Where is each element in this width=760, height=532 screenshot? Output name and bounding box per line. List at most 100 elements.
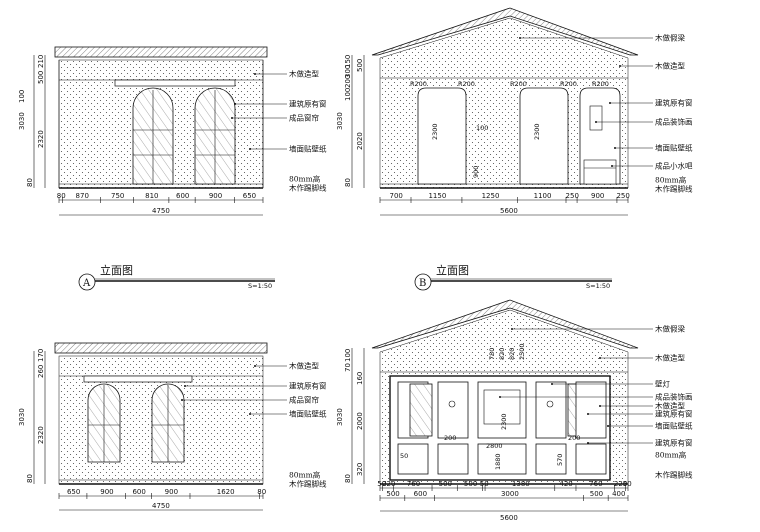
- dim-label: 2000: [356, 412, 364, 430]
- inner-dim: 50: [400, 452, 408, 460]
- water-bar-cabinet: [583, 159, 617, 185]
- callout-label: 木作踢脚线: [655, 184, 693, 194]
- dim-label: 900: [209, 192, 222, 200]
- dim-label: 760: [589, 480, 602, 488]
- callout-label: 木做造型: [289, 361, 319, 371]
- callout-label: 建筑原有窗: [655, 98, 693, 108]
- dim-label: 80: [57, 192, 66, 200]
- elevation-b: 2300 2300 100 900 R200 R200 R200 R200 R2…: [336, 7, 693, 216]
- dim-label: 80: [344, 474, 352, 483]
- dim-label: 2020: [356, 132, 364, 150]
- dim-label: 200: [344, 75, 352, 88]
- callout-label: 建筑原有窗: [289, 381, 327, 391]
- arched-niche: [417, 87, 467, 185]
- dim-label: 250: [566, 192, 579, 200]
- dim-label: 100: [18, 90, 26, 103]
- wall-lamp-icon: [546, 400, 554, 408]
- wall-lamp-icon: [448, 400, 456, 408]
- dim-label: 420: [559, 480, 572, 488]
- dim-label: 80: [344, 178, 352, 187]
- dim-label: 320: [356, 463, 364, 476]
- callout-label: 壁灯: [655, 379, 670, 389]
- callout-label: 建筑原有窗: [655, 438, 693, 448]
- inner-dim: 2300: [500, 413, 508, 430]
- dim-label: 900: [165, 488, 178, 496]
- inner-dim: 2800: [486, 442, 503, 450]
- inner-dim: R200: [592, 80, 609, 88]
- dim-label: 3030: [336, 112, 344, 130]
- elevation-marker: A: [82, 278, 91, 289]
- dim-label: 2320: [37, 426, 45, 444]
- dim-label: 50: [480, 480, 489, 488]
- decor-painting: [589, 105, 603, 131]
- dim-label: 500: [356, 59, 364, 72]
- elevation-title: 立面图: [100, 263, 133, 277]
- callout-label: 成品窗帘: [289, 113, 319, 123]
- total-width: 5600: [500, 207, 518, 215]
- dim-label: 100: [344, 349, 352, 362]
- title-block-a: A 立面图 S=1:50: [78, 263, 275, 291]
- callout-label: 木做造型: [289, 69, 319, 79]
- dim-label: 650: [243, 192, 256, 200]
- callout-label: 木做造型: [655, 61, 685, 71]
- dim-label: 80: [26, 474, 34, 483]
- dim-label: 3030: [18, 112, 26, 130]
- dim-label: 1380: [512, 480, 530, 488]
- dim-label: 650: [67, 488, 80, 496]
- dim-label: 150: [344, 55, 352, 68]
- callout-label: 木作踢脚线: [289, 183, 327, 193]
- dim-label: 500: [37, 71, 45, 84]
- total-width: 5600: [500, 514, 518, 522]
- ceiling-slab: [54, 342, 268, 354]
- dim-label: 50: [377, 480, 386, 488]
- dim-label: 760: [407, 480, 420, 488]
- inner-dim: 2300: [431, 123, 439, 140]
- total-width: 4750: [152, 502, 170, 510]
- dim-label: 220: [614, 480, 627, 488]
- arched-niche: [519, 87, 569, 185]
- inner-dim: 570: [556, 454, 564, 466]
- callout-label: 建筑原有窗: [655, 409, 693, 419]
- roof-beam: [371, 7, 639, 56]
- dim-label: 3030: [18, 408, 26, 426]
- elevation-marker: B: [419, 278, 426, 289]
- dim-label: 600: [414, 490, 427, 498]
- callout-label: 成品装饰画: [655, 117, 693, 127]
- inner-dim: 200: [568, 434, 580, 442]
- callout-label: 成品装饰画: [655, 392, 693, 402]
- elevation-title: 立面图: [436, 263, 469, 277]
- roof-beam: [371, 299, 639, 349]
- callout-label: 80mm高: [655, 175, 687, 185]
- inner-dim: 2300: [533, 123, 541, 140]
- dim-label: 900: [591, 192, 604, 200]
- dim-label: 3030: [336, 408, 344, 426]
- inner-dim: 200: [444, 434, 456, 442]
- inner-dim: 1880: [494, 453, 502, 470]
- callout-label: 木作踢脚线: [289, 479, 327, 489]
- inner-dim: 900: [472, 166, 480, 178]
- dim-label: 210: [37, 55, 45, 68]
- dim-label: 2320: [37, 130, 45, 148]
- callout-label: 墙面贴壁纸: [655, 143, 693, 153]
- callout-label: 建筑原有窗: [289, 99, 327, 109]
- dim-label: 400: [612, 490, 625, 498]
- inner-dim: 2500: [518, 343, 526, 360]
- scale-label: S=1:50: [586, 282, 610, 290]
- dim-label: 900: [100, 488, 113, 496]
- dim-label: 500: [439, 480, 452, 488]
- callout-label: 成品窗帘: [289, 395, 319, 405]
- inner-dim: R200: [458, 80, 475, 88]
- total-width: 4750: [152, 207, 170, 215]
- window: [409, 383, 433, 437]
- callout-label: 木做假梁: [655, 33, 685, 43]
- dim-label: 870: [76, 192, 89, 200]
- dim-label: 600: [176, 192, 189, 200]
- dim-label: 810: [145, 192, 158, 200]
- callout-label: 80mm高: [655, 450, 687, 460]
- dim-label: 500: [464, 480, 477, 488]
- inner-dim: 820: [498, 348, 506, 360]
- dim-label: 3000: [501, 490, 519, 498]
